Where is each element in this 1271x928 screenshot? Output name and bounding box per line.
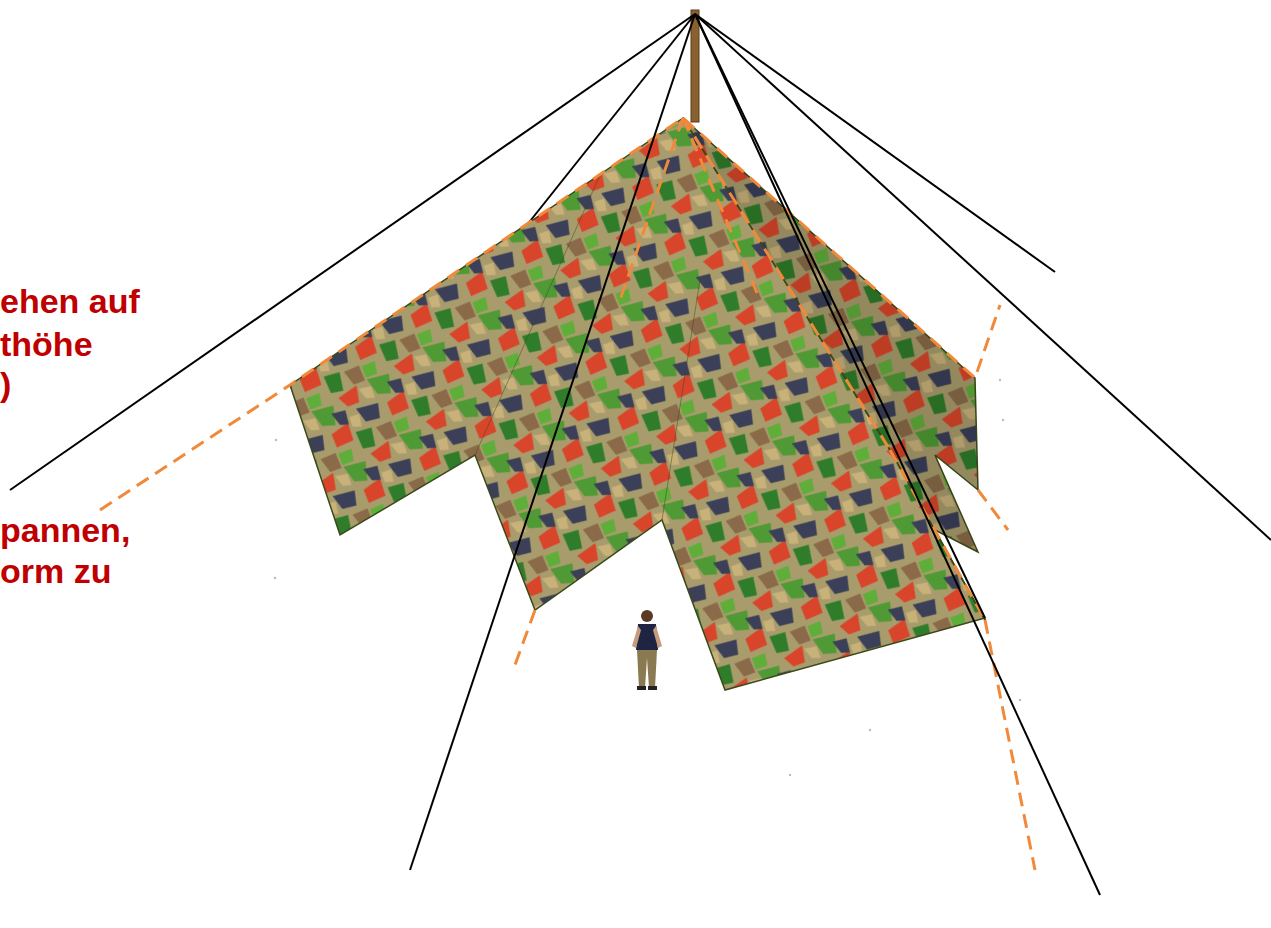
instruction-text: thöhe xyxy=(0,326,93,363)
instruction-text: ehen auf xyxy=(0,283,140,320)
instruction-text: orm zu xyxy=(0,553,111,590)
instruction-text: pannen, xyxy=(0,512,130,549)
instruction-text: ) xyxy=(0,366,11,403)
person-figure xyxy=(632,610,662,690)
